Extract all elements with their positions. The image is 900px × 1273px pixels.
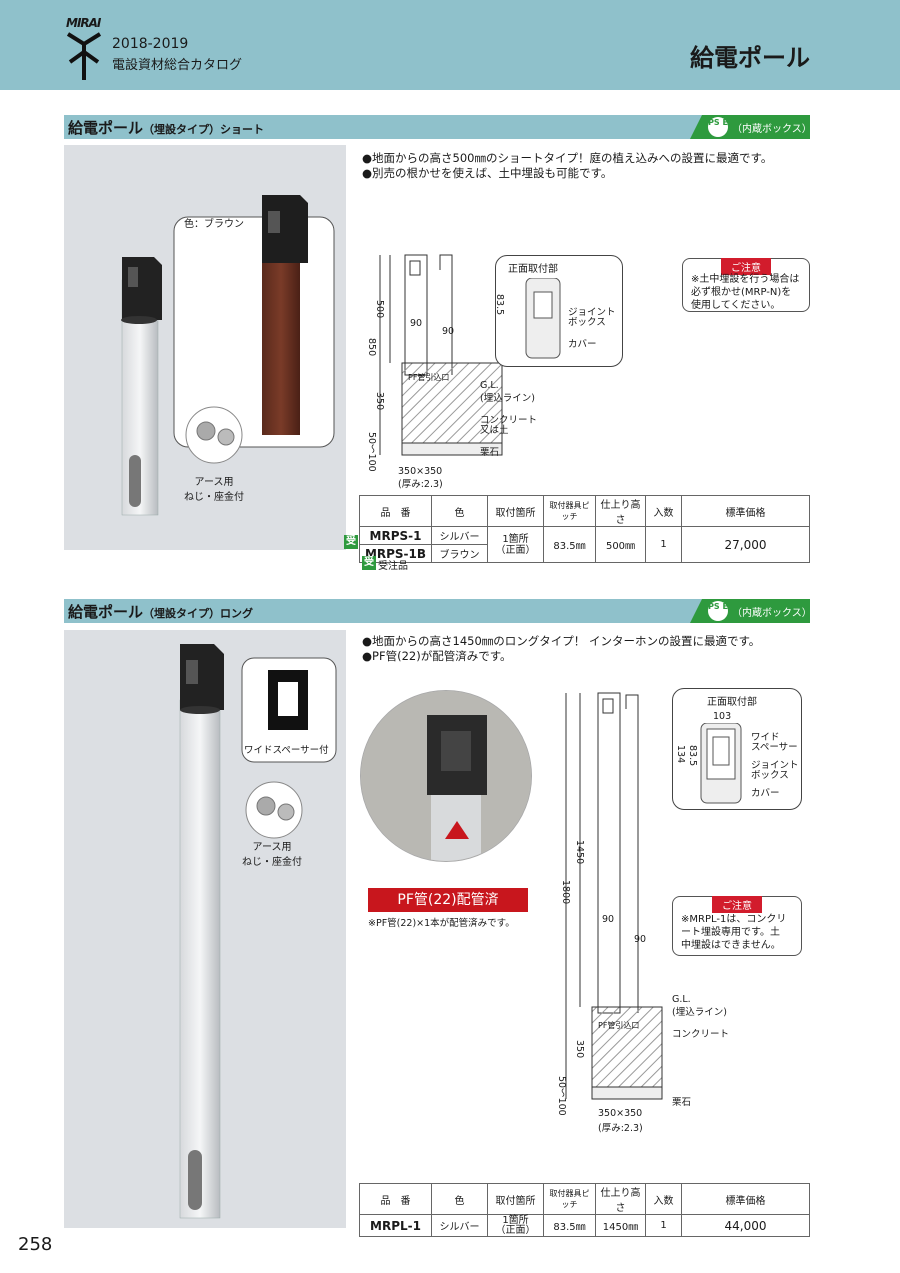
long-dimension-diagram xyxy=(565,692,663,1100)
section-long-header: 給電ポール（埋設タイプ）ロング PS E （内蔵ボックス） xyxy=(64,599,810,623)
table-row: MRPS-1 シルバー 1箇所（正面） 83.5㎜ 500㎜ 1 27,000 xyxy=(359,526,810,563)
spec-table-long: 品 番 色 取付箇所 取付器具ピッチ 仕上り高さ 入数 標準価格 MRPL-1 … xyxy=(359,1183,810,1237)
catalog-title: 電設資材総合カタログ xyxy=(112,58,243,73)
section-long-title: 給電ポール（埋設タイプ）ロング xyxy=(68,603,254,621)
pse-badge: PS E （内蔵ボックス） xyxy=(690,599,810,623)
product-photo-long: ワイドスペーサー付 アース用ねじ・座金付 xyxy=(64,630,346,1228)
bullet-2: ●別売の根かせを使えば、土中埋設も可能です。 xyxy=(362,166,613,180)
pse-mark-icon: PS E xyxy=(708,117,728,137)
table-row: MRPL-1 シルバー 1箇所（正面） 83.5㎜ 1450㎜ 1 44,000 xyxy=(359,1214,810,1237)
bullet-1: ●地面からの高さ1450㎜のロングタイプ！ インターホンの設置に最適です。 xyxy=(362,634,761,648)
color-label: 色：ブラウン xyxy=(184,219,244,230)
page-number: 258 xyxy=(18,1234,53,1255)
short-pole-illustration xyxy=(121,195,335,516)
order-legend-icon: 受 xyxy=(362,556,376,570)
pse-mark-icon: PS E xyxy=(708,601,728,621)
bullet-1: ●地面からの高さ500㎜のショートタイプ！庭の植え込みへの設置に最適です。 xyxy=(362,151,773,165)
order-badge-icon: 受 xyxy=(344,535,358,549)
bullet-2: ●PF管(22)が配管済みです。 xyxy=(362,649,512,663)
section-short-title: 給電ポール（埋設タイプ）ショート xyxy=(68,119,265,137)
product-photo-short: 色：ブラウン アース用ねじ・座金付 xyxy=(64,145,346,550)
page-title: 給電ポール xyxy=(690,44,810,72)
catalog-year: 2018-2019 xyxy=(112,36,189,52)
front-detail-long: 正面取付部 103 134 83.5 ワイド スペーサー ジョイント ボックス … xyxy=(672,688,802,810)
page-header: MIRAI 2018-2019 電設資材総合カタログ 給電ポール xyxy=(0,0,900,90)
spec-table-short: 品 番 色 取付箇所 取付器具ピッチ 仕上り高さ 入数 標準価格 MRPS-1 … xyxy=(359,495,810,563)
screw-label: アース用ねじ・座金付 xyxy=(184,477,244,503)
caution-note-short: ご注意 ※土中埋設を行う場合は 必ず根かせ(MRP-N)を 使用してください。 xyxy=(682,258,810,312)
caution-note-long: ご注意 ※MRPL-1は、コンクリ ート埋設専用です。土 中埋設はできません。 xyxy=(672,896,802,956)
short-dimension-diagram xyxy=(379,254,503,456)
pf-pipe-banner: PF管(22)配管済 xyxy=(368,888,528,912)
brand-logo-text: MIRAI xyxy=(66,16,101,30)
long-pole-illustration xyxy=(179,644,337,1219)
pse-badge: PS E （内蔵ボックス） xyxy=(690,115,810,139)
brand-logo-icon xyxy=(66,32,102,80)
order-legend-text: 受注品 xyxy=(378,561,408,572)
screw-label: アース用ねじ・座金付 xyxy=(242,842,302,868)
installed-photo xyxy=(360,690,532,862)
pf-pipe-note: ※PF管(22)×1本が配管済みです。 xyxy=(368,918,515,929)
section-short-header: 給電ポール（埋設タイプ）ショート PS E （内蔵ボックス） xyxy=(64,115,810,139)
front-detail-short: 正面取付部 83.5 ジョイント ボックス カバー xyxy=(494,255,623,367)
spacer-label: ワイドスペーサー付 xyxy=(244,745,329,756)
table-row: MRPS-1B ブラウン xyxy=(359,544,810,563)
